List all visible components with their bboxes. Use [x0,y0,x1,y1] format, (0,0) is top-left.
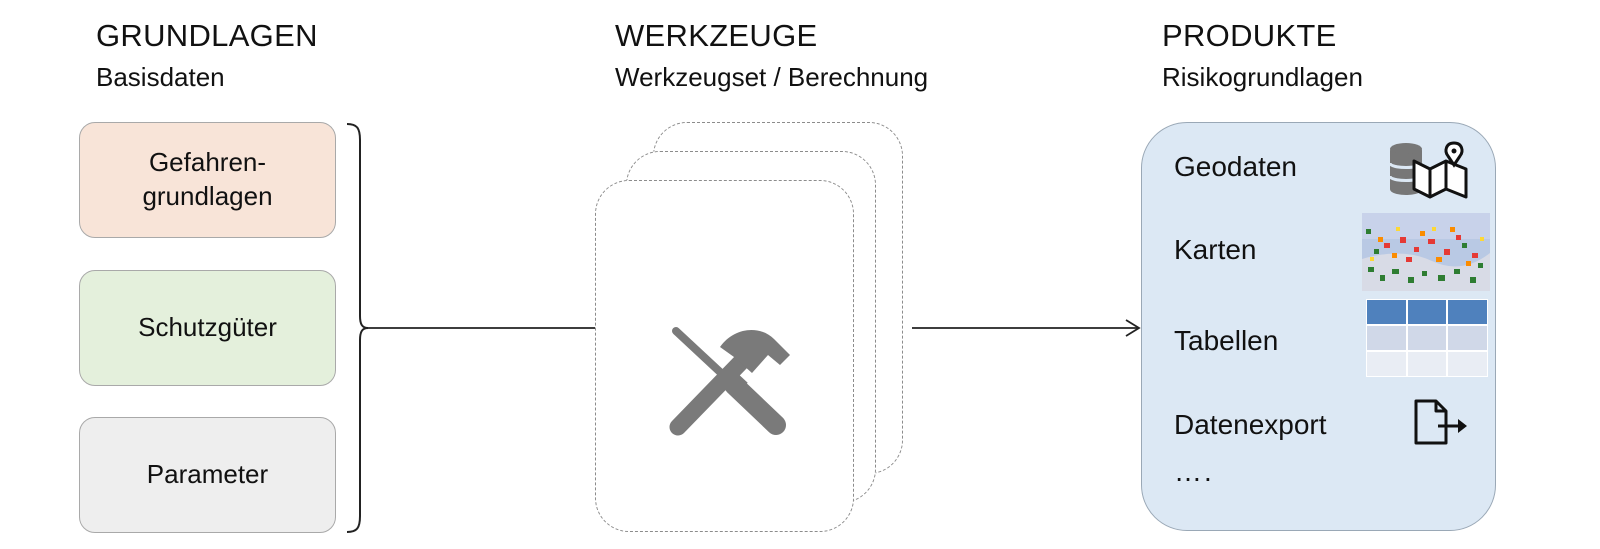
produkte-title: PRODUKTE [1162,18,1337,53]
arrow-head [1125,319,1141,337]
parameter-label: Parameter [146,459,269,490]
gefahrengrundlagen-label-line1: Gefahren- [148,147,267,178]
werkzeuge-subtitle: Werkzeugset / Berechnung [615,62,929,92]
table-icon [1366,299,1488,377]
parameter-box: Parameter [79,417,336,533]
gefahrengrundlagen-label-line2: grundlagen [142,181,273,211]
product-label-karten: Karten [1174,234,1257,265]
grundlagen-title: GRUNDLAGEN [96,18,318,53]
hammer-screwdriver-icon [669,327,790,436]
schutzgueter-box: Schutzgüter [79,270,336,386]
product-label-geodaten: Geodaten [1174,151,1297,182]
products-panel: Geodaten Karten Tabellen Datenexport …. [1141,122,1496,531]
grundlagen-subtitle: Basisdaten [96,62,225,92]
schutzgueter-label: Schutzgüter [138,312,277,343]
product-label-tabellen: Tabellen [1174,325,1279,356]
map-thumbnail [1362,213,1490,291]
produkte-subtitle: Risikogrundlagen [1162,62,1363,92]
gefahrengrundlagen-box: Gefahren- grundlagen [79,122,336,238]
product-label-datenexport: Datenexport [1174,409,1327,440]
file-export-icon [1414,399,1467,445]
database-map-icon [1388,141,1468,199]
tool-card-front [595,180,854,532]
products-more: …. [1174,456,1214,487]
curly-brace [346,123,369,533]
werkzeuge-title: WERKZEUGE [615,18,818,53]
